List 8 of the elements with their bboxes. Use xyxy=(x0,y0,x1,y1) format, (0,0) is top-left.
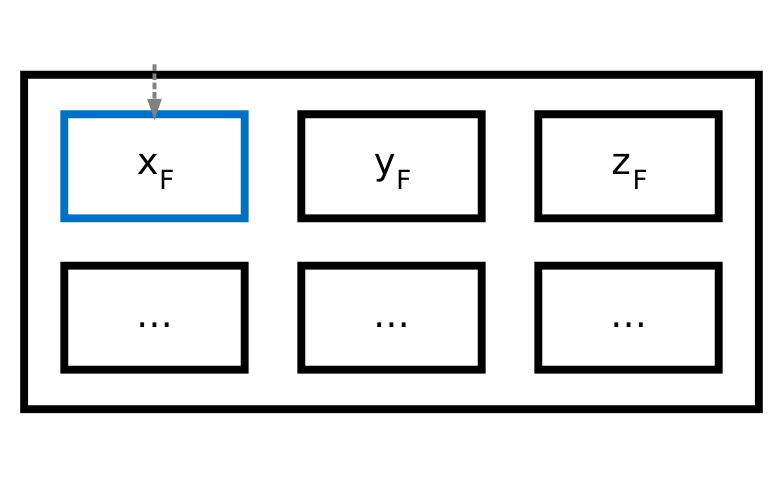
node-box: … xyxy=(60,262,249,374)
node-box: … xyxy=(534,262,723,374)
node-box: z$_{F}$ xyxy=(534,110,723,222)
arrow xyxy=(147,64,162,120)
node-box: y$_{F}$ xyxy=(297,110,486,222)
node-box: … xyxy=(297,262,486,374)
cluster xyxy=(20,70,763,414)
node-box: x$_{F}$ xyxy=(60,110,249,222)
